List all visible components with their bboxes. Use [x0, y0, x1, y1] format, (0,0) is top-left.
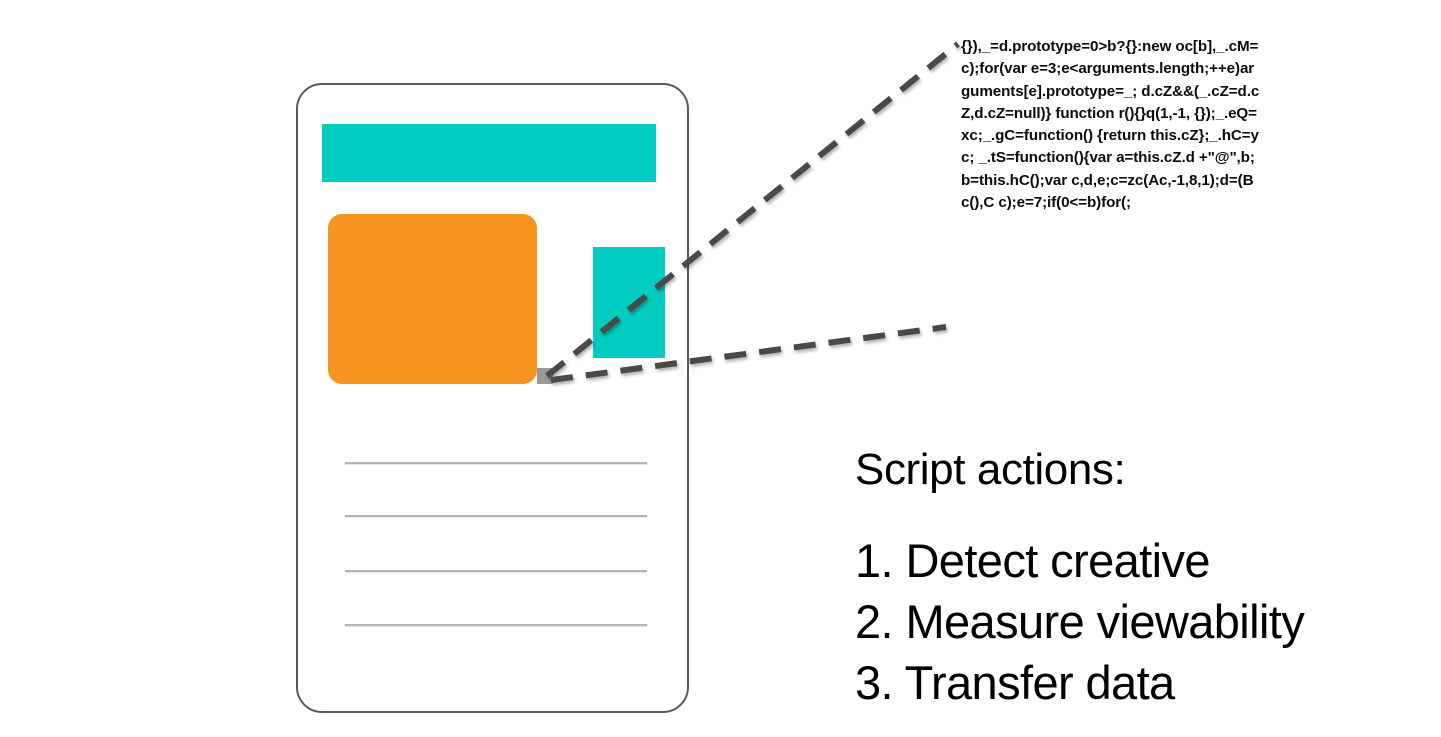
- script-action-item-1: 1. Detect creative: [855, 534, 1211, 587]
- tracking-pixel-marker[interactable]: [537, 368, 553, 384]
- script-actions-list: 1. Detect creative 2. Measure viewabilit…: [855, 530, 1395, 713]
- script-action-item-3: 3. Transfer data: [855, 656, 1175, 709]
- top-banner-creative[interactable]: [322, 124, 656, 182]
- content-line: [345, 624, 647, 626]
- content-placeholder-lines: [345, 462, 647, 642]
- main-creative[interactable]: [328, 214, 537, 384]
- script-code-snippet: {}),_=d.prototype=0>b?{}:new oc[b],_.cM=…: [961, 38, 1260, 212]
- content-line: [345, 515, 647, 517]
- content-line: [345, 570, 647, 572]
- content-line: [345, 462, 647, 464]
- script-actions-heading: Script actions:: [855, 445, 1126, 494]
- script-action-item-2: 2. Measure viewability: [855, 595, 1305, 648]
- side-creative[interactable]: [593, 247, 665, 358]
- script-actions-panel: Script actions: 1. Detect creative 2. Me…: [855, 444, 1395, 713]
